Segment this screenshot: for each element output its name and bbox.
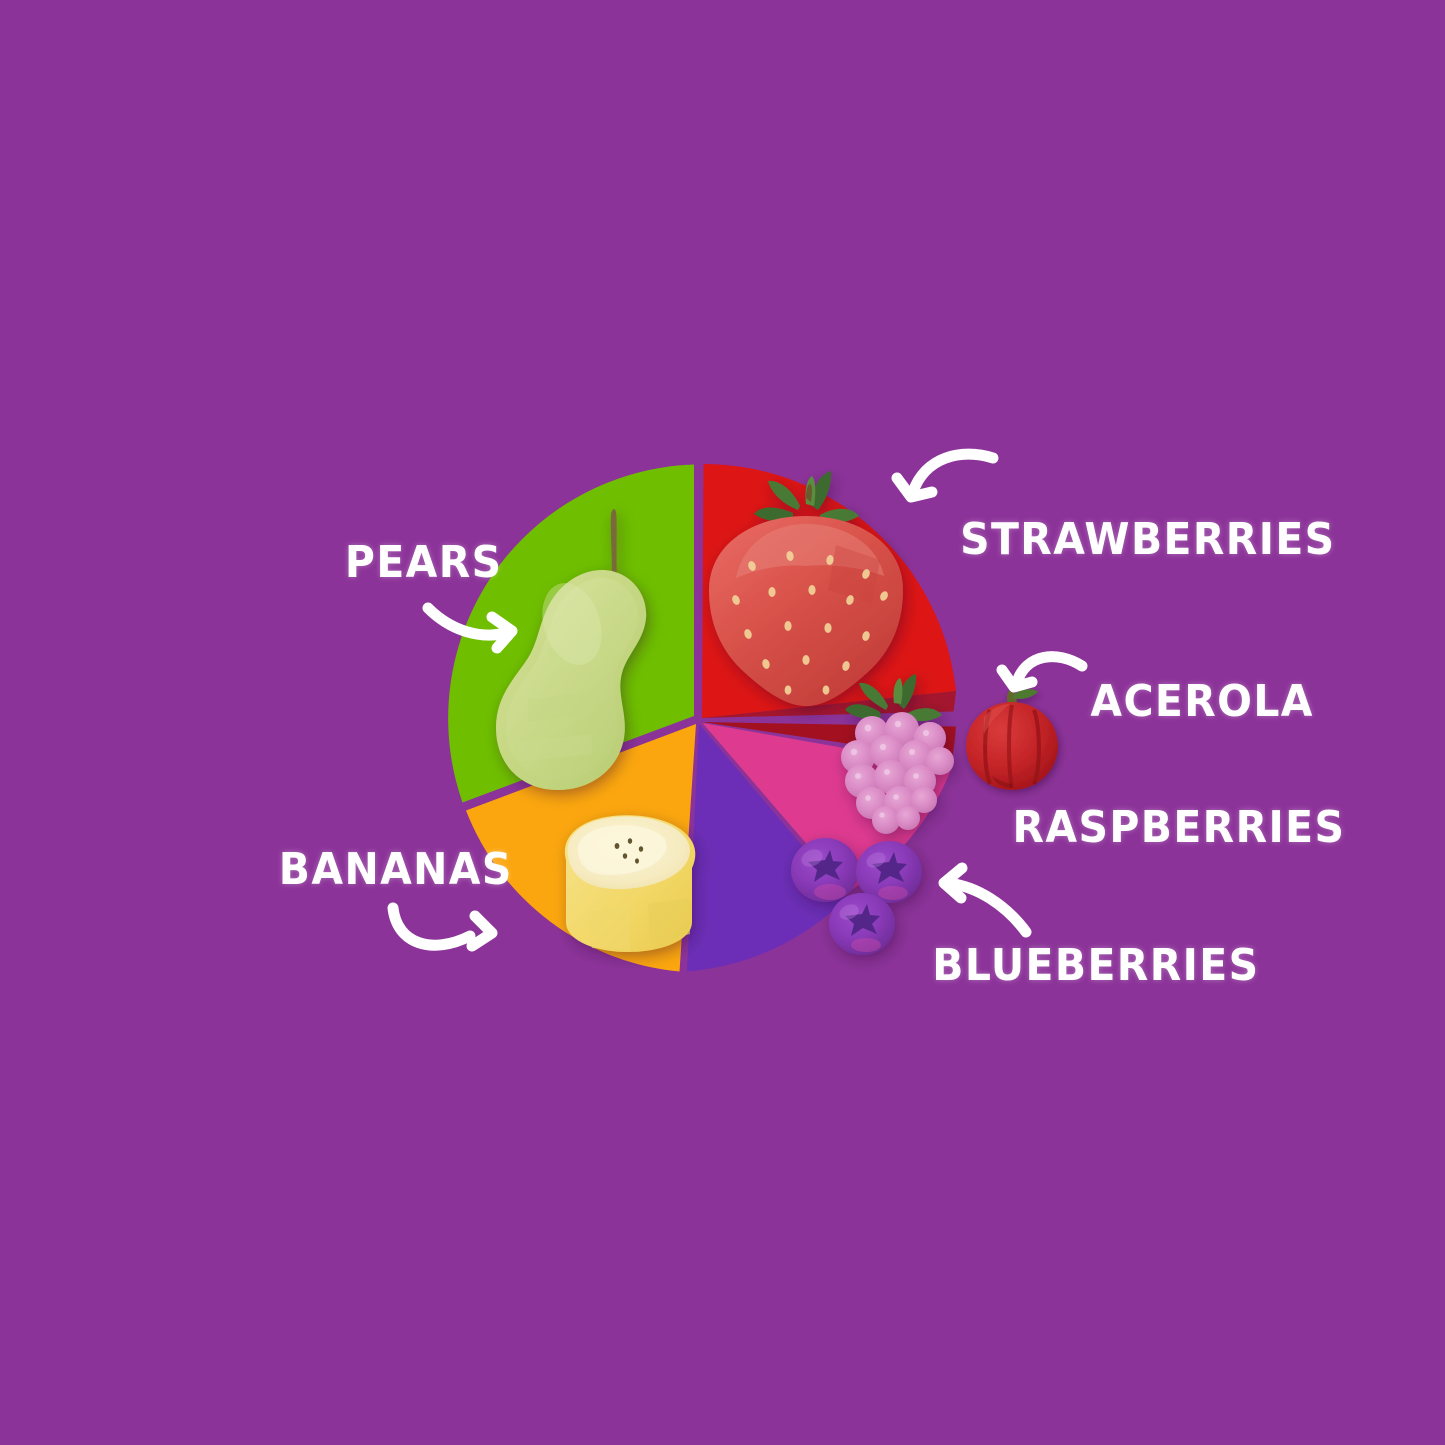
pie-slice-blueberries[interactable]: [687, 724, 847, 972]
raspberry-icon: [841, 674, 954, 834]
label-pears: PEARS: [344, 537, 503, 588]
bananas-arrow: [387, 902, 498, 952]
blueberries-arrow: [938, 862, 1032, 938]
acerola-icon: [966, 689, 1058, 790]
pears-arrow: [422, 602, 518, 654]
strawberry-icon: [709, 471, 903, 706]
label-raspberries: RASPBERRIES: [1012, 802, 1346, 853]
label-bananas: BANANAS: [278, 844, 513, 895]
acerola-arrow: [996, 651, 1088, 693]
pear-icon: [496, 509, 647, 790]
label-blueberries: BLUEBERRIES: [932, 940, 1260, 991]
pie-slice-strawberries-shade: [702, 691, 956, 718]
strawberries-arrow: [891, 448, 999, 503]
blueberry-icon: [791, 838, 922, 955]
label-acerola: ACEROLA: [1090, 676, 1314, 727]
banana-slice-icon: [564, 815, 696, 952]
label-strawberries: STRAWBERRIES: [960, 514, 1336, 565]
